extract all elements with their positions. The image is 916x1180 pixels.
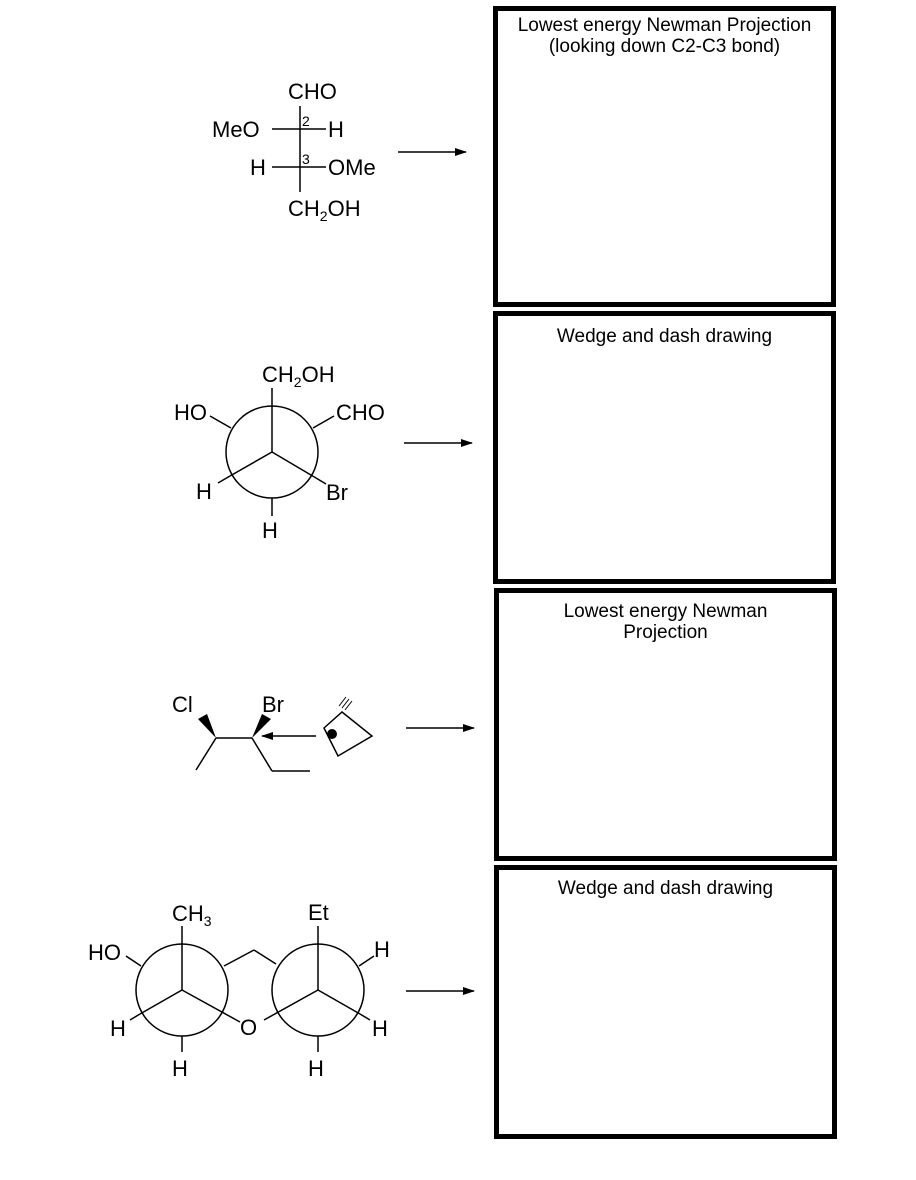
answer-box-2[interactable]: Wedge and dash drawing [493, 311, 836, 584]
label-ring-o: O [240, 1015, 257, 1040]
answer-box-1[interactable]: Lowest energy Newman Projection (looking… [493, 6, 836, 307]
eye-icon [323, 696, 374, 758]
left-front-left-ext [129, 1013, 141, 1021]
label-br: Br [326, 480, 348, 505]
answer-box-1-line2: (looking down C2-C3 bond) [548, 36, 781, 57]
front-bond-right-ext [315, 477, 327, 485]
front-bond-right [271, 451, 317, 479]
answer-box-1-line1: Lowest energy Newman Projection [517, 15, 812, 36]
left-front-left [139, 989, 183, 1015]
label-ome: OMe [328, 155, 376, 180]
label-h-left: H [196, 479, 212, 504]
bond-methyl [195, 737, 217, 771]
label-br: Br [262, 692, 284, 717]
answer-box-3-title: Lowest energy Newman Projection [499, 593, 832, 643]
label-h-bottom-left: H [172, 1056, 188, 1081]
answer-box-2-title: Wedge and dash drawing [498, 316, 831, 347]
label-h-bottom: H [262, 518, 278, 543]
label-ch2oh: CH2OH [288, 196, 361, 224]
label-h-c2: H [328, 117, 344, 142]
label-cho: CHO [336, 400, 385, 425]
label-cl: Cl [172, 692, 193, 717]
answer-box-4-line1: Wedge and dash drawing [557, 878, 774, 899]
skeletal-structure: Cl Br [172, 692, 316, 772]
label-et: Et [308, 900, 329, 925]
label-carbon-2: 2 [302, 113, 310, 129]
right-back-h-top [358, 955, 375, 967]
answer-box-4-title: Wedge and dash drawing [499, 870, 832, 899]
label-ho: HO [174, 400, 207, 425]
label-cho: CHO [288, 79, 337, 104]
newman-projection-2: CH3 HO H H O Et H H H [88, 900, 390, 1081]
label-h-c3: H [250, 155, 266, 180]
label-h-right-top: H [374, 937, 390, 962]
label-ch2oh-front: CH2OH [262, 362, 335, 390]
wedge-cl [198, 714, 216, 738]
answer-box-3[interactable]: Lowest energy Newman Projection [494, 588, 837, 861]
right-front-right [317, 989, 361, 1015]
label-carbon-3: 3 [302, 151, 310, 167]
fischer-projection: CHO MeO H 2 H 3 OMe CH2OH [212, 79, 376, 224]
front-bond-left-ext [217, 475, 231, 484]
ring-ch2-bond [253, 949, 277, 965]
label-ho: HO [88, 940, 121, 965]
newman-projection-1: CH2OH HO CHO H Br H [174, 362, 385, 543]
answer-box-3-line2: Projection [623, 622, 708, 643]
left-front-right [181, 989, 241, 1023]
label-h-bottom-right: H [308, 1056, 324, 1081]
answer-box-2-line1: Wedge and dash drawing [556, 326, 773, 347]
left-back-ring [223, 949, 255, 967]
back-bond-upper-right [312, 415, 335, 429]
label-meo: MeO [212, 117, 260, 142]
label-h-right-bottom: H [372, 1016, 388, 1041]
answer-box-1-title: Lowest energy Newman Projection (looking… [498, 11, 831, 57]
bond-c3-ethyl [251, 737, 273, 772]
left-back-ho [125, 955, 142, 967]
answer-box-3-line1: Lowest energy Newman [563, 601, 768, 622]
back-bond-upper-left [209, 415, 232, 429]
right-front-left [263, 989, 319, 1021]
label-h-left: H [110, 1016, 126, 1041]
wedge-br [252, 714, 271, 738]
label-ch3: CH3 [172, 901, 212, 929]
right-front-right-ext [359, 1013, 371, 1021]
answer-box-4[interactable]: Wedge and dash drawing [494, 865, 837, 1139]
front-bond-left [229, 451, 273, 477]
